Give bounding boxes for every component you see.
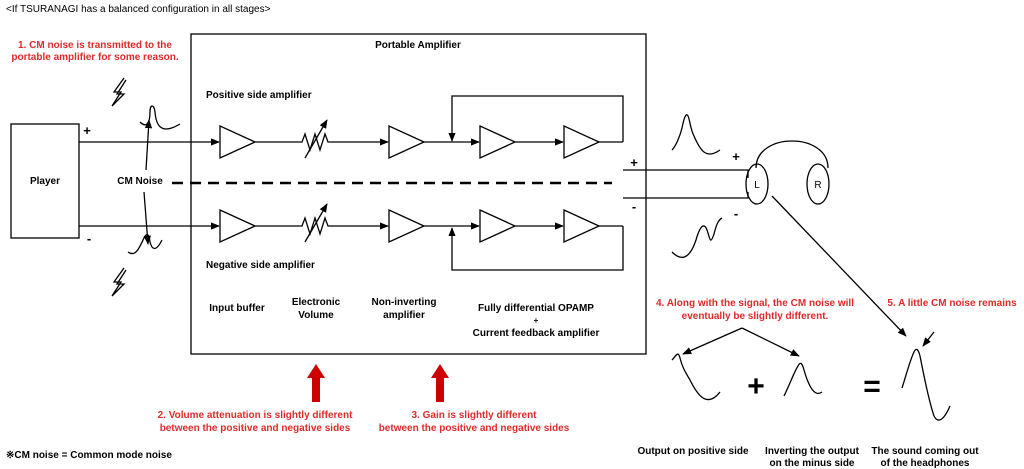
wave-positive-output [671,353,721,401]
headphone-right-cup [806,163,830,205]
negative-amp-label: Negative side amplifier [206,260,315,271]
headphone-minus-sign: - [734,206,738,221]
volume-adjust-arrow [304,203,328,243]
note-4-line2: eventually be slightly different. [682,311,829,322]
output-negative-line [623,192,749,199]
input-buffer-negative [219,208,257,244]
note-4-arrow-left [682,327,743,355]
noise-wave-positive [139,105,181,130]
red-arrow-volume [307,364,325,402]
stage-input-buffer: Input buffer [209,303,265,314]
headphone-to-result-arrow [771,195,907,337]
portable-amplifier-box [190,33,647,355]
header-title: <If TSURANAGI has a balanced configurati… [6,4,271,15]
headphone-left-cup [745,163,769,205]
positive-amp-label: Positive side amplifier [206,90,312,101]
equation-equals: = [863,370,881,403]
caption-inverting-line2: on the minus side [769,458,854,469]
lightning-icon [111,267,127,297]
stage-noninv-line2: amplifier [383,310,425,321]
noninverting-amp-positive [388,124,426,160]
opamp-negative [479,208,517,244]
cm-noise-arrow-down [143,191,152,245]
note-3-line1: 3. Gain is slightly different [411,410,537,421]
output-minus-sign: - [632,199,636,214]
player-label: Player [30,176,60,187]
output-wave-negative [671,217,723,258]
cm-noise-label: CM Noise [117,176,163,187]
output-wave-positive [671,114,721,155]
cfa-positive [563,124,601,160]
volume-resistor-positive [298,131,333,153]
headphone-band [755,140,829,169]
lightning-icon [111,77,127,107]
cm-noise-arrow-up [144,119,153,171]
stage-noninv-line1: Non-inverting [372,297,437,308]
caption-inverting-line1: Inverting the output [765,446,860,457]
output-positive-line [623,169,749,178]
player-plus-sign: + [83,123,91,138]
headphone-plus-sign: + [732,149,740,164]
stage-opamp-plus: + [534,316,539,325]
noise-wave-negative [127,233,163,255]
stage-opamp-line1: Fully differential OPAMP [478,303,594,314]
player-minus-sign: - [87,231,91,246]
stage-volume-line2: Volume [298,310,334,321]
note-2-line2: between the positive and negative sides [160,423,351,434]
footnote: ※CM noise = Common mode noise [6,450,172,461]
volume-resistor-negative [298,215,333,237]
headphone-right-label: R [814,180,821,191]
note-1-line2: portable amplifier for some reason. [11,52,178,63]
note-5: 5. A little CM noise remains [887,298,1017,309]
note-3-line2: between the positive and negative sides [379,423,570,434]
opamp-positive [479,124,517,160]
caption-positive-output: Output on positive side [637,446,749,457]
stage-opamp-line2: Current feedback amplifier [473,328,600,339]
note-4-arrow-right [741,327,800,357]
headphone-left-label: L [754,180,760,191]
note-4-line1: 4. Along with the signal, the CM noise w… [656,298,854,309]
player-box [10,123,80,239]
output-plus-sign: + [630,155,638,170]
red-arrow-gain [431,364,449,402]
amplifier-title: Portable Amplifier [375,40,461,51]
note-2-line1: 2. Volume attenuation is slightly differ… [158,410,354,421]
caption-sound-line1: The sound coming out [871,446,979,457]
feedback-loop-positive [448,95,624,142]
equation-plus: + [747,370,765,403]
feedback-loop-negative [448,226,624,271]
caption-sound-line2: of the headphones [881,458,970,469]
noninverting-amp-negative [388,208,426,244]
note-5-arrow [922,331,935,347]
cfa-negative [563,208,601,244]
volume-adjust-arrow [304,119,328,159]
wave-inverted-minus [783,362,823,397]
input-buffer-positive [219,124,257,160]
stage-volume-line1: Electronic [292,297,341,308]
wave-headphone-result [901,348,951,421]
note-1-line1: 1. CM noise is transmitted to the [18,40,172,51]
